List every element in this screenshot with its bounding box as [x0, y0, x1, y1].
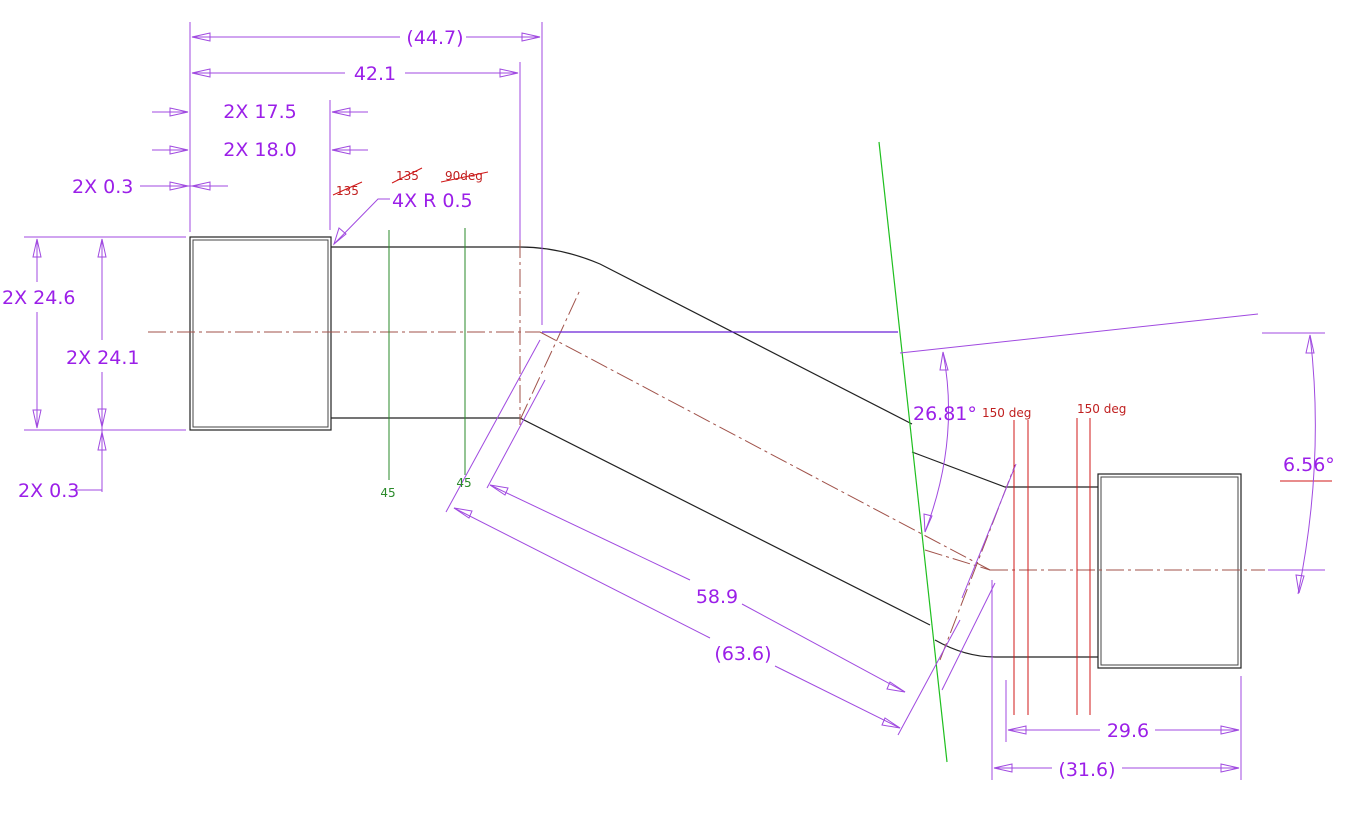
strike-90deg [440, 171, 489, 183]
note-150-b: 150 deg [1077, 402, 1126, 416]
dim-589-a [489, 484, 691, 581]
right-tube-top [911, 451, 1098, 488]
arrow-589-r [886, 681, 906, 693]
ext-diag-b [486, 379, 546, 489]
arrow-296-r [1220, 725, 1240, 735]
label-radius: 4X R 0.5 [392, 190, 473, 212]
dimension-labels: (44.7) 42.1 2X 17.5 2X 18.0 2X 0.3 4X R … [2, 27, 1335, 781]
arrow-241-t [97, 238, 107, 258]
arrow-316-l [993, 763, 1013, 773]
note-90deg: 90deg [445, 169, 483, 183]
note-150-a: 150 deg [982, 406, 1031, 420]
arrow-636-r [881, 717, 901, 729]
right-block [1097, 473, 1242, 669]
bend-centerline-a [519, 289, 581, 421]
angle-notes: 135 135 90deg 150 deg 150 deg [332, 167, 1126, 420]
arrow-17-r [331, 107, 351, 117]
label-top-length: 42.1 [354, 63, 396, 85]
arrow-241-b [97, 408, 107, 428]
arrow-2681-b [923, 513, 933, 533]
arc-656 [1297, 334, 1316, 595]
tube-bottom-edge [331, 417, 931, 626]
arrow-03-r [191, 181, 211, 191]
label-diag-outer: (63.6) [714, 643, 771, 665]
note-135-a: 135 [336, 184, 359, 198]
arrow-42-r [499, 68, 519, 78]
arrow-246-t [32, 238, 42, 258]
arrow-18-r [331, 145, 351, 155]
arrow-17-l [169, 107, 189, 117]
label-diag-inner: 58.9 [696, 586, 738, 608]
mark-45-b: 45 [456, 476, 471, 490]
label-right-outer: (31.6) [1058, 759, 1115, 781]
label-offset-left: 2X 0.3 [72, 176, 133, 198]
green-marks: 45 45 [380, 476, 471, 500]
bend-ext-right-b [941, 582, 996, 691]
strike-135-b [391, 167, 423, 184]
dim-589-b [741, 603, 906, 693]
arrow-589-l [489, 484, 509, 496]
tube-top-edge [331, 246, 913, 425]
label-flange-a: 2X 17.5 [223, 101, 296, 123]
arrow-42-l [191, 68, 211, 78]
dimension-lines [24, 22, 1325, 780]
label-height-outer: 2X 24.6 [2, 287, 75, 309]
label-angle-offset: 6.56° [1283, 454, 1335, 476]
label-angle-bend: 26.81° [913, 403, 977, 425]
bend-ext-right [961, 463, 1017, 599]
green-lines [388, 141, 948, 763]
label-height-inner: 2X 24.1 [66, 347, 139, 369]
mark-45-a: 45 [380, 486, 395, 500]
strike-135-a [332, 181, 363, 196]
arrow-316-r [1220, 763, 1240, 773]
cut-plane-line [878, 141, 948, 763]
radius-leader [333, 198, 390, 245]
arrow-246-b [32, 409, 42, 429]
arrow-656-b [1295, 574, 1305, 594]
label-top-overall: (44.7) [406, 27, 463, 49]
right-tube-bottom [934, 639, 1098, 658]
offset-ref-line [899, 313, 1259, 354]
arrow-18-l [169, 145, 189, 155]
ext-diag-c [897, 619, 961, 736]
diag-centerline [539, 331, 991, 571]
left-block [189, 236, 332, 431]
ext-diag-a [445, 339, 541, 513]
label-offset-bottom: 2X 0.3 [18, 480, 79, 502]
arrow-44-r [521, 32, 541, 42]
label-flange-b: 2X 18.0 [223, 139, 296, 161]
bend-centerline-c [924, 549, 991, 571]
arc-2681 [924, 351, 950, 533]
right-block-inner [1100, 476, 1239, 666]
arrow-radius [333, 227, 347, 246]
dim-636-b [774, 665, 901, 729]
arrow-636-l [453, 507, 473, 519]
left-block-inner [192, 239, 329, 428]
arrow-44-l [191, 32, 211, 42]
arrow-656-t [1305, 334, 1315, 354]
arrow-03-l [169, 181, 189, 191]
dim-636-a [453, 507, 711, 639]
label-right-inner: 29.6 [1107, 720, 1149, 742]
arrow-296-l [1007, 725, 1027, 735]
arrow-2681-t [939, 351, 949, 371]
arrow-03b [97, 431, 107, 451]
